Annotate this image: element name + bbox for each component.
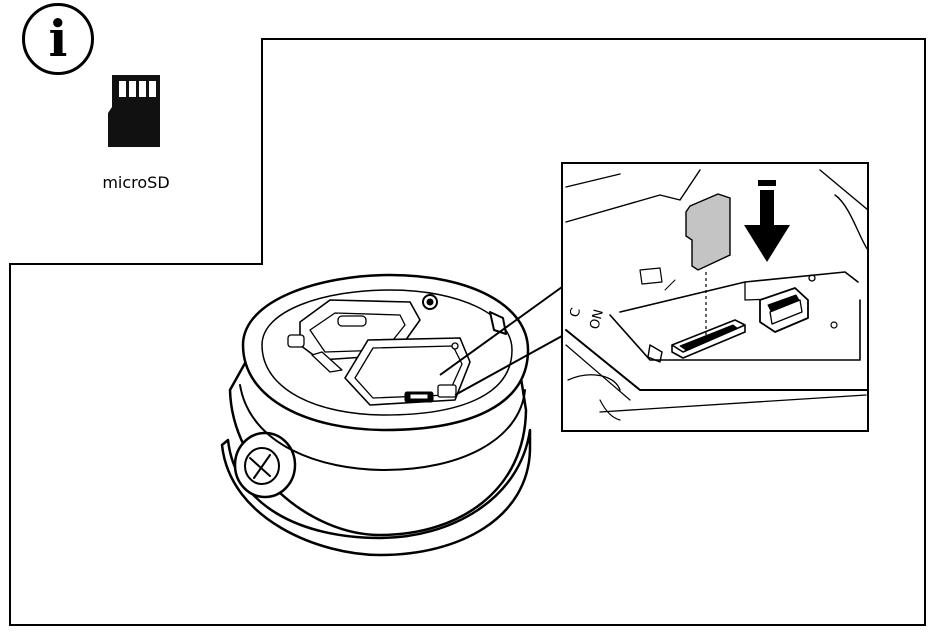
detail-zoom-view: C ON bbox=[561, 162, 869, 432]
camera-dome-base-icon bbox=[220, 273, 532, 557]
microsd-slot bbox=[671, 319, 746, 359]
diagram-frame bbox=[9, 38, 926, 626]
microsd-card-icon bbox=[108, 75, 160, 147]
switch-label-on: ON bbox=[587, 308, 607, 331]
connector-port bbox=[759, 287, 809, 333]
arrow-down-icon bbox=[744, 180, 790, 262]
microsd-label: microSD bbox=[102, 173, 170, 192]
info-icon: i bbox=[22, 3, 94, 75]
detail-leader-lines bbox=[439, 286, 563, 396]
microsd-card-insert bbox=[685, 193, 731, 271]
switch-label-c: C bbox=[567, 306, 584, 319]
